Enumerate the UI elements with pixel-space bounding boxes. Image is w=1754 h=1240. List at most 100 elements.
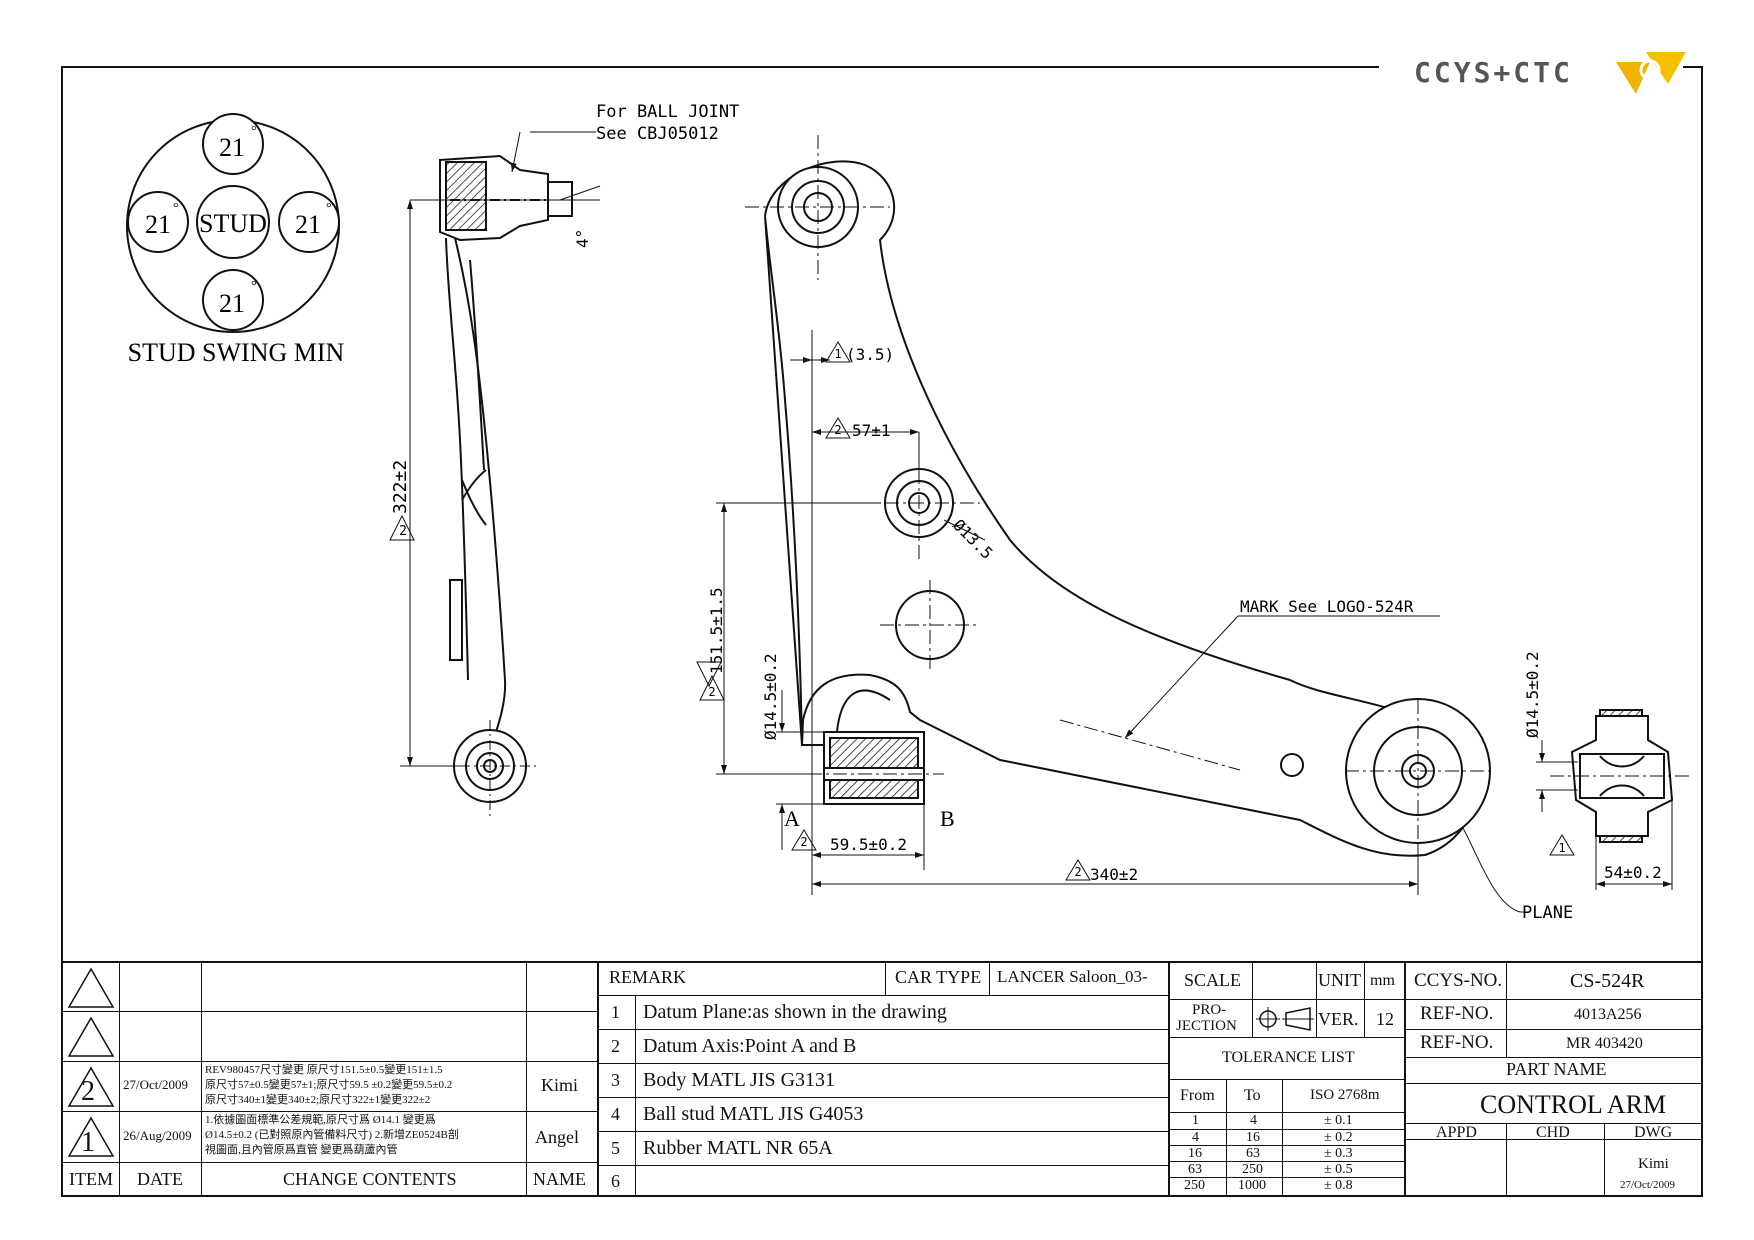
front-dimensions <box>696 330 1575 913</box>
rev-item-2: 2 <box>81 1076 95 1107</box>
dim-14-5-front: Ø14.5±0.2 <box>761 653 780 740</box>
tol-from-4: 63 <box>1188 1162 1202 1177</box>
ccys-value: CS-524R <box>1570 970 1645 992</box>
remark-text-2: Datum Axis:Point A and B <box>643 1035 857 1057</box>
tol-from-2: 4 <box>1192 1130 1199 1145</box>
rev-header-date: DATE <box>137 1169 183 1189</box>
side-height-dim <box>389 185 601 767</box>
rev-name-2: Kimi <box>541 1075 579 1095</box>
frame-top-line-right <box>1683 66 1703 68</box>
tol-to-4: 250 <box>1242 1162 1263 1177</box>
brand-logo-mark <box>1616 52 1686 94</box>
rev-triangle-empty-2 <box>67 1016 115 1057</box>
tol-to-1: 4 <box>1250 1113 1257 1128</box>
rev-header-name: NAME <box>533 1169 586 1189</box>
tol-value-4: ± 0.5 <box>1324 1162 1353 1177</box>
end-dimensions <box>1536 740 1673 890</box>
rev-name-1: Angel <box>535 1127 579 1147</box>
stud-center-label: STUD <box>199 209 267 238</box>
end-dim-14-5: Ø14.5±0.2 <box>1523 651 1542 738</box>
projection-symbol-icon <box>1256 1007 1314 1031</box>
tol-from-5: 250 <box>1184 1178 1205 1193</box>
remark-text-5: Rubber MATL NR 65A <box>643 1137 833 1159</box>
brand-logo: CCYS+CTC <box>1414 48 1694 94</box>
tol-value-5: ± 0.8 <box>1324 1178 1353 1193</box>
ref1-label: REF-NO. <box>1420 1003 1494 1024</box>
drawing-canvas: STUD 21 21 21 21 ° ° ° ° STUD SWING MIN … <box>126 102 1690 923</box>
tol-value-2: ± 0.2 <box>1324 1130 1353 1145</box>
projection-label-2: JECTION <box>1176 1018 1237 1034</box>
tol-header-to: To <box>1244 1087 1261 1104</box>
end-view-bushing <box>1550 709 1690 843</box>
rev-mark-2b: 2 <box>800 835 807 849</box>
side-callout-line2: See CBJ05012 <box>596 124 719 144</box>
remark-text-4: Ball stud MATL JIS G4053 <box>643 1103 864 1125</box>
rev-mark-1: 1 <box>834 347 841 361</box>
side-rev-mark: 2 <box>399 524 407 539</box>
revision-table: 2 27/Oct/2009 REV980457尺寸變更 原尺寸151.5±0.5… <box>61 961 599 1197</box>
remark-header: REMARK <box>609 967 687 987</box>
stud-angle-bottom: 21 <box>219 289 245 318</box>
side-height-value: 322±2 <box>390 460 411 514</box>
stud-swing-diagram <box>126 113 340 333</box>
tolerance-title: TOLERANCE LIST <box>1222 1049 1355 1066</box>
stud-degree-left: ° <box>173 201 179 216</box>
stud-degree-top: ° <box>251 124 257 139</box>
chd-label: CHD <box>1536 1124 1570 1141</box>
unit-value: mm <box>1370 972 1395 989</box>
front-view-arm <box>745 135 1491 857</box>
rev-mark-2d: 2 <box>708 685 715 699</box>
end-dim-54: 54±0.2 <box>1604 863 1662 882</box>
part-name-label: PART NAME <box>1506 1059 1607 1079</box>
tol-value-3: ± 0.3 <box>1324 1146 1353 1161</box>
unit-label: UNIT <box>1318 970 1361 990</box>
side-callout-line1: For BALL JOINT <box>596 102 739 122</box>
projection-label-1: PRO- <box>1192 1002 1227 1018</box>
tol-to-2: 16 <box>1246 1130 1260 1145</box>
rev-header-item: ITEM <box>69 1169 113 1189</box>
remark-no-1: 1 <box>611 1002 620 1022</box>
dim-59-5: 59.5±0.2 <box>830 835 907 854</box>
ref1-value: 4013A256 <box>1574 1006 1642 1023</box>
dim-13-5: Ø13.5 <box>949 515 996 562</box>
remark-no-2: 2 <box>611 1036 620 1056</box>
remark-text-1: Datum Plane:as shown in the drawing <box>643 1001 947 1023</box>
brand-logo-text: CCYS+CTC <box>1414 56 1573 89</box>
rev-date-1: 26/Aug/2009 <box>123 1128 192 1143</box>
stud-swing-title: STUD SWING MIN <box>128 338 345 367</box>
dwg-date: 27/Oct/2009 <box>1620 1179 1675 1191</box>
remark-no-6: 6 <box>611 1171 620 1191</box>
stud-degree-right: ° <box>326 201 332 216</box>
rev-item-1: 1 <box>81 1127 95 1158</box>
appd-label: APPD <box>1436 1124 1477 1141</box>
dim-3-5: (3.5) <box>846 345 894 364</box>
part-info-table: CCYS-NO. CS-524R REF-NO. 4013A256 REF-NO… <box>1404 961 1703 1197</box>
stud-degree-bottom: ° <box>251 279 257 294</box>
ver-label: VER. <box>1318 1009 1359 1029</box>
ccys-label: CCYS-NO. <box>1414 970 1503 991</box>
rev-triangle-empty-1 <box>67 967 115 1008</box>
rev-mark-2c: 2 <box>1074 865 1081 879</box>
stud-angle-left: 21 <box>145 210 171 239</box>
rev-mark-2a: 2 <box>834 423 841 437</box>
tol-header-iso: ISO 2768m <box>1310 1087 1380 1103</box>
tol-value-1: ± 0.1 <box>1324 1113 1353 1128</box>
end-rev-mark: 1 <box>1558 841 1565 855</box>
scale-label: SCALE <box>1184 970 1242 990</box>
ref2-value: MR 403420 <box>1566 1035 1643 1052</box>
stud-angle-top: 21 <box>219 133 245 162</box>
car-type-label: CAR TYPE <box>895 967 982 987</box>
dwg-name: Kimi <box>1638 1156 1669 1172</box>
ver-value: 12 <box>1376 1009 1394 1029</box>
rev-date-2: 27/Oct/2009 <box>123 1077 188 1092</box>
remark-no-3: 3 <box>611 1070 620 1090</box>
rev-triangle-2 <box>67 1066 115 1107</box>
remarks-table: REMARK CAR TYPE LANCER Saloon_03- 1 Datu… <box>597 961 1170 1197</box>
tol-to-5: 1000 <box>1238 1178 1266 1193</box>
tol-from-1: 1 <box>1192 1113 1199 1128</box>
remark-no-4: 4 <box>611 1104 620 1124</box>
side-angle-value: 4° <box>573 229 592 248</box>
part-name-value: CONTROL ARM <box>1480 1090 1667 1119</box>
point-a: A <box>784 806 800 831</box>
remark-no-5: 5 <box>611 1138 620 1158</box>
